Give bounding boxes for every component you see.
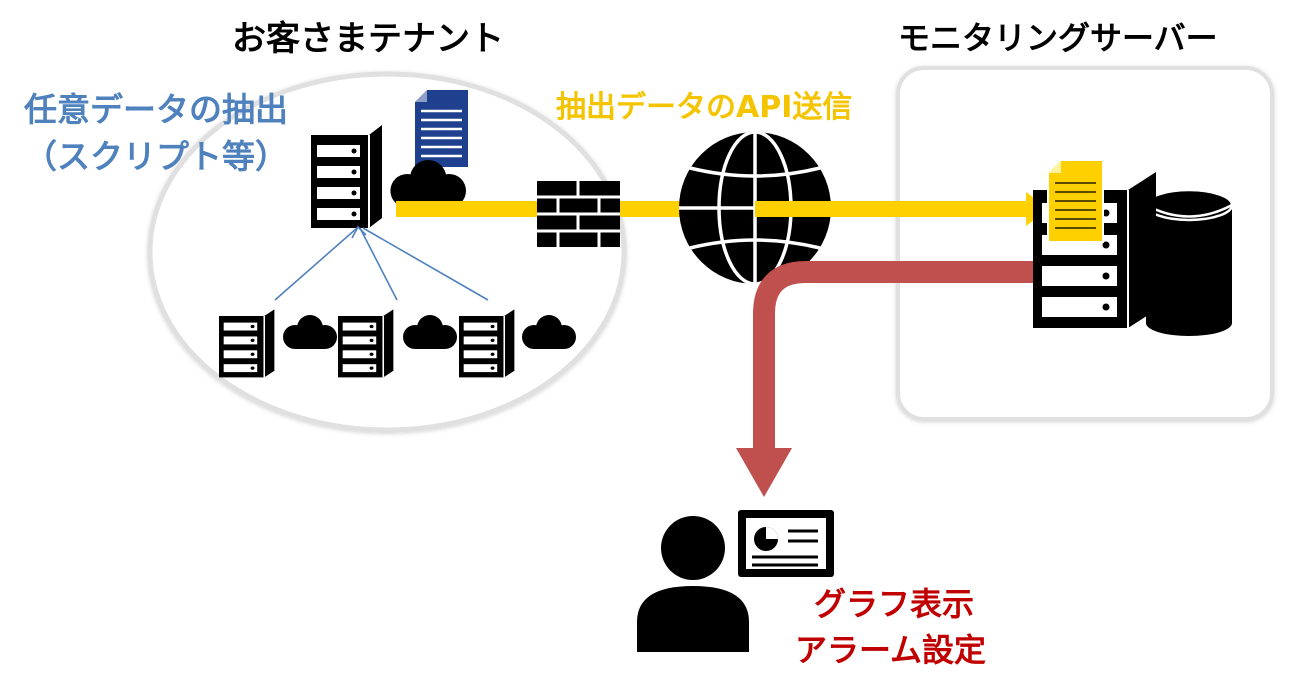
user-icon bbox=[637, 516, 749, 652]
tenant-main-server bbox=[310, 124, 383, 229]
sub-server-3 bbox=[458, 308, 516, 379]
return-arrow bbox=[736, 261, 1040, 497]
globe-icon bbox=[679, 130, 831, 286]
document-icon bbox=[415, 90, 468, 167]
tenant-title: お客さまテナント bbox=[232, 19, 504, 59]
graph-label-line1: グラフ表示 bbox=[814, 585, 975, 623]
firewall-icon bbox=[537, 181, 620, 247]
send-label: 抽出データのAPI送信 bbox=[556, 90, 853, 125]
extract-label-line1: 任意データの抽出 bbox=[24, 90, 288, 129]
graph-label-line2: アラーム設定 bbox=[795, 631, 987, 669]
connector-lines bbox=[274, 225, 489, 301]
dashboard-icon bbox=[738, 510, 834, 577]
monitoring-server-title: モニタリングサーバー bbox=[898, 19, 1218, 57]
database-icon bbox=[1144, 188, 1234, 336]
document-icon bbox=[1047, 159, 1104, 243]
sub-server-2 bbox=[337, 308, 395, 379]
extract-label-line2: （スクリプト等） bbox=[24, 137, 288, 176]
sub-server-1 bbox=[218, 308, 276, 379]
